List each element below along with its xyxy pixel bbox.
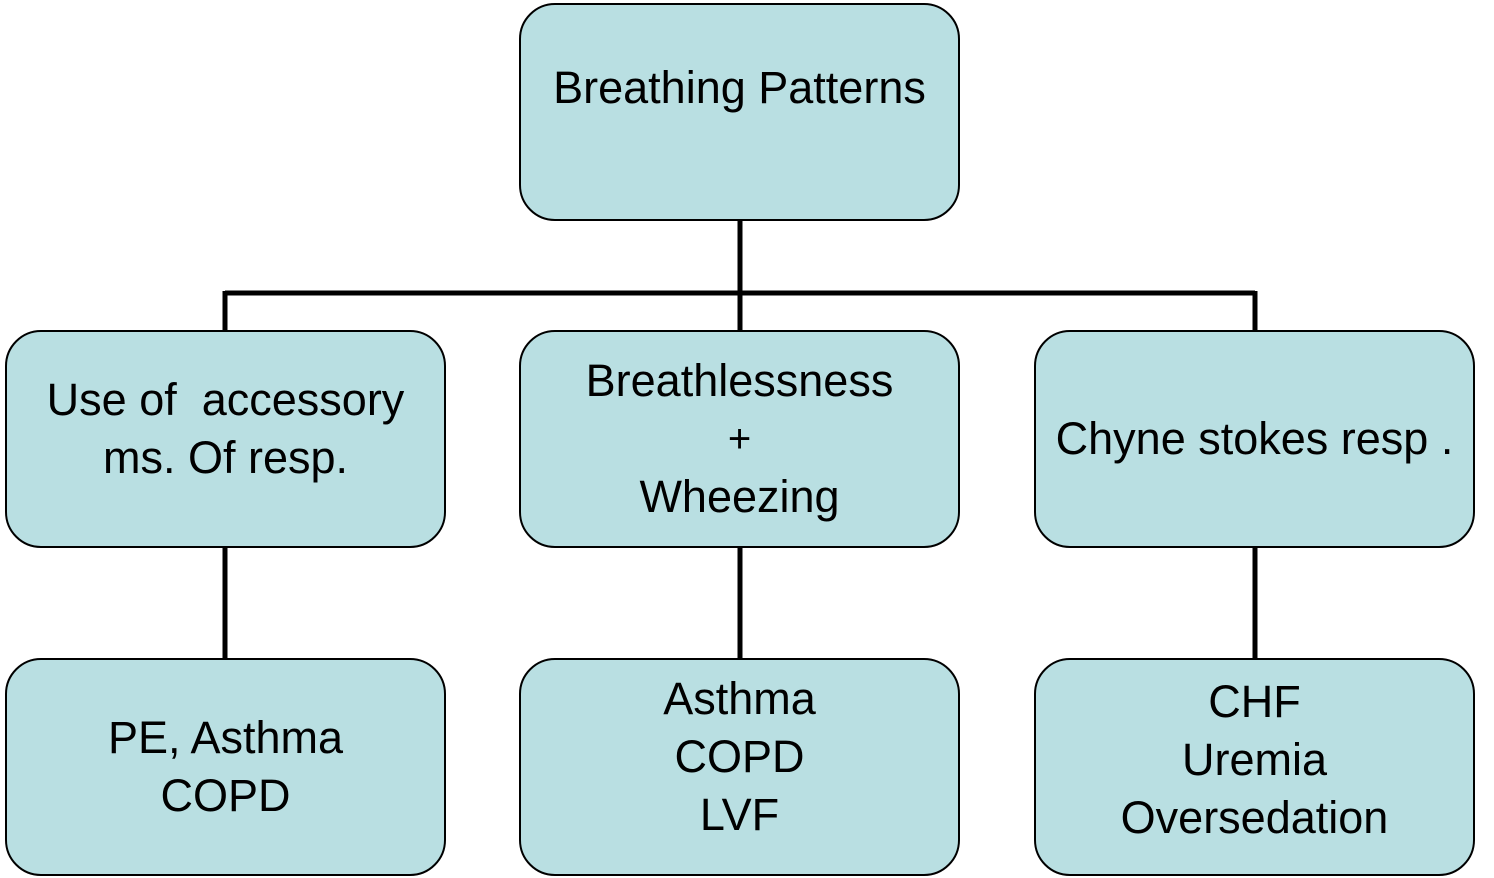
root-label: Breathing Patterns [553,62,926,113]
causes-node-breathlessness-wheezing: Asthma COPD LVF [519,658,960,876]
branch-label-line: Breathlessness [585,355,894,406]
plus-sign: + [727,417,752,461]
branch-label-line: ms. Of resp. [102,432,349,483]
cause-label-line: Uremia [1181,734,1328,785]
causes-node-accessory-muscles: PE, Asthma COPD [5,658,446,876]
cause-label-line: Asthma [663,673,816,724]
branch-node-accessory-muscles: Use of accessory ms. Of resp. [5,330,446,548]
cause-label-line: COPD [160,770,291,821]
causes-node-cheyne-stokes: CHF Uremia Oversedation [1034,658,1475,876]
branch-node-cheyne-stokes: Chyne stokes resp . [1034,330,1475,548]
branch-label-line: Use of accessory [46,374,405,425]
root-node-breathing-patterns: Breathing Patterns [519,3,960,221]
cause-label-line: COPD [674,731,805,782]
cause-label-line: LVF [699,789,780,840]
cause-label-line: Oversedation [1120,792,1389,843]
branch-node-breathlessness-wheezing: Breathlessness + Wheezing [519,330,960,548]
branch-label-line: Chyne stokes resp . [1055,413,1454,464]
branch-label-line: Wheezing [639,471,840,522]
cause-label-line: CHF [1208,676,1301,727]
cause-label-line: PE, Asthma [107,712,344,763]
